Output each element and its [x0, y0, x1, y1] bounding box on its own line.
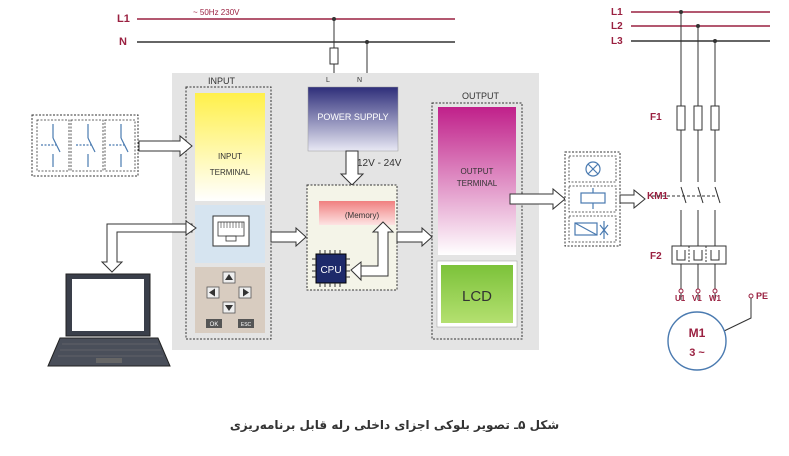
ps-output-voltage: 12V - 24V	[357, 158, 402, 169]
power-supply: L N POWER SUPPLY 12V - 24V	[307, 77, 402, 186]
motor-name: M1	[689, 326, 706, 340]
lamp-icon	[585, 161, 601, 177]
l2-phase-label: L2	[611, 21, 623, 32]
ps-n-label: N	[357, 77, 362, 84]
terminal-u1-label: U1	[675, 294, 686, 303]
overload-f2-icon	[671, 245, 727, 265]
contactor-km1-icon	[652, 182, 721, 210]
ps-l-label: L	[326, 77, 330, 84]
input-section-title: INPUT	[208, 76, 236, 86]
voltage-label: ~ 50Hz 230V	[193, 8, 240, 17]
output-terminal-line2: TERMINAL	[457, 179, 498, 188]
n-label: N	[119, 36, 127, 48]
l1-label: L1	[117, 13, 130, 25]
laptop-icon	[47, 220, 197, 367]
pe-label: PE	[756, 291, 768, 301]
timer-relay-icon	[574, 221, 609, 239]
up-arrow-icon	[225, 274, 233, 280]
input-terminal-line1: INPUT	[218, 152, 242, 161]
motor-phase: 3 ~	[689, 347, 705, 359]
cpu-label: CPU	[320, 265, 341, 276]
l1-phase-label: L1	[611, 7, 623, 18]
fuse-f1-label: F1	[650, 112, 662, 123]
lcd-label: LCD	[462, 288, 492, 305]
l3-phase-label: L3	[611, 36, 623, 47]
cpu-memory-block: (Memory) CPU	[306, 184, 398, 291]
output-section: OUTPUT OUTPUT TERMINAL LCD	[431, 91, 523, 340]
cpu-chip-icon: CPU	[312, 250, 350, 287]
terminal-v1-label: V1	[692, 294, 702, 303]
input-terminal-block	[195, 93, 265, 201]
output-terminal-block	[438, 107, 516, 255]
memory-block	[319, 201, 395, 225]
fuse-f1-icon	[676, 105, 720, 131]
output-loads	[564, 151, 646, 247]
memory-label: (Memory)	[345, 211, 380, 220]
output-section-title: OUTPUT	[462, 91, 500, 101]
fuse-icon	[329, 47, 339, 65]
input-section: INPUT INPUT TERMINAL OK	[185, 76, 272, 340]
relay-coil-icon	[580, 188, 606, 209]
left-arrow-icon	[209, 288, 215, 297]
ok-key: OK	[210, 322, 219, 328]
esc-key: ESC	[241, 322, 252, 328]
power-supply-title: POWER SUPPLY	[317, 112, 388, 122]
motor-circuit: L1 L2 L3 F1 KM1	[611, 7, 770, 371]
overload-f2-label: F2	[650, 251, 662, 262]
output-terminal-line1: OUTPUT	[461, 167, 494, 176]
motor-icon: M1 3 ~	[667, 311, 727, 371]
down-arrow-icon	[225, 305, 233, 311]
input-terminal-line2: TERMINAL	[210, 168, 251, 177]
figure-caption: شکل ۵ـ تصویر بلوکی اجزای داخلی رله قابل …	[229, 418, 560, 432]
right-arrow-icon	[243, 288, 249, 297]
lcd-screen	[441, 265, 513, 323]
input-switches	[31, 114, 193, 177]
terminal-w1-label: W1	[709, 294, 722, 303]
